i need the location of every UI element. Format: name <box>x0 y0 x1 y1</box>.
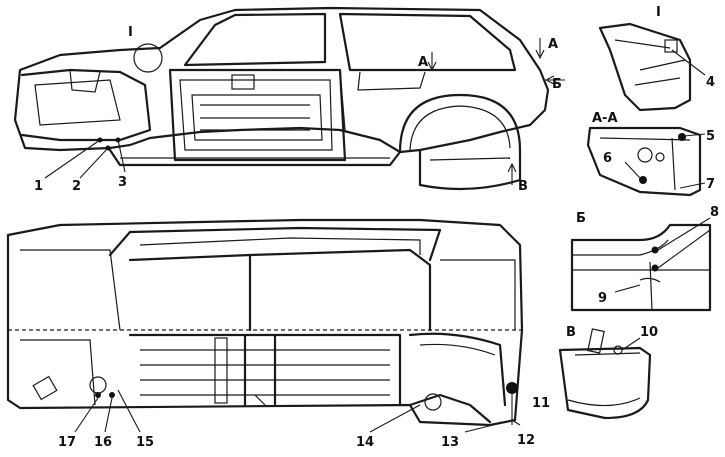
section-a-top-label: А <box>548 37 558 52</box>
callout-6: 6 <box>603 151 612 166</box>
callout-12: 12 <box>517 433 535 448</box>
callout-7: 7 <box>706 177 715 192</box>
callout-11: 11 <box>532 396 550 411</box>
detail-b-title: Б <box>576 211 586 226</box>
callout-13: 13 <box>441 435 459 450</box>
detail-b <box>570 217 712 312</box>
callout-14: 14 <box>356 435 374 450</box>
section-a-arrow-label: А <box>418 55 428 70</box>
detail-i <box>598 22 706 112</box>
detail-v <box>558 328 652 420</box>
view-v-arrow-label: В <box>518 179 528 194</box>
callout-16: 16 <box>94 435 112 450</box>
callout-1: 1 <box>34 179 43 194</box>
detail-v-title: В <box>566 325 576 340</box>
detail-i-marker: I <box>128 25 133 40</box>
callout-17: 17 <box>58 435 76 450</box>
callout-5: 5 <box>706 129 715 144</box>
view-b-arrow-label: Б <box>552 77 562 92</box>
callout-4: 4 <box>706 75 715 90</box>
callout-9: 9 <box>598 291 607 306</box>
detail-i-title: I <box>656 5 661 20</box>
callout-2: 2 <box>72 179 81 194</box>
detail-aa <box>586 126 706 197</box>
callout-10: 10 <box>640 325 658 340</box>
body-plan-view <box>6 218 524 433</box>
callout-8: 8 <box>710 205 719 220</box>
body-side-view <box>13 6 565 191</box>
callout-3: 3 <box>118 175 127 190</box>
callout-15: 15 <box>136 435 154 450</box>
detail-aa-title: А-А <box>592 111 618 126</box>
